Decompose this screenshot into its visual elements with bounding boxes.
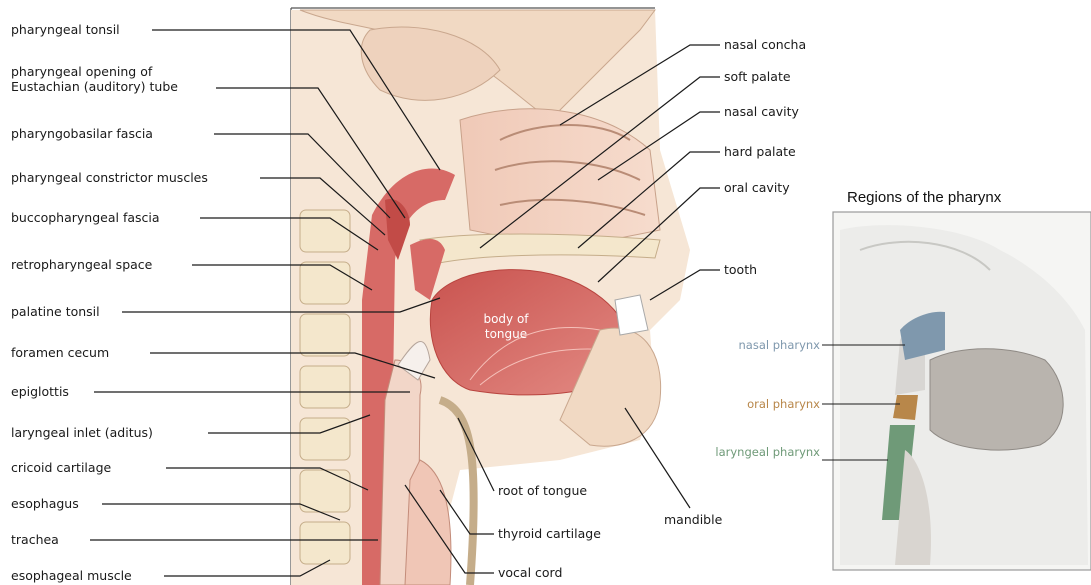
inset-label-oral-pharynx: oral pharynx — [700, 397, 820, 411]
inset-label-nasal-pharynx: nasal pharynx — [700, 338, 820, 352]
inset-label-laryngeal-pharynx: laryngeal pharynx — [700, 445, 820, 459]
oral-pharynx-region — [893, 395, 918, 420]
